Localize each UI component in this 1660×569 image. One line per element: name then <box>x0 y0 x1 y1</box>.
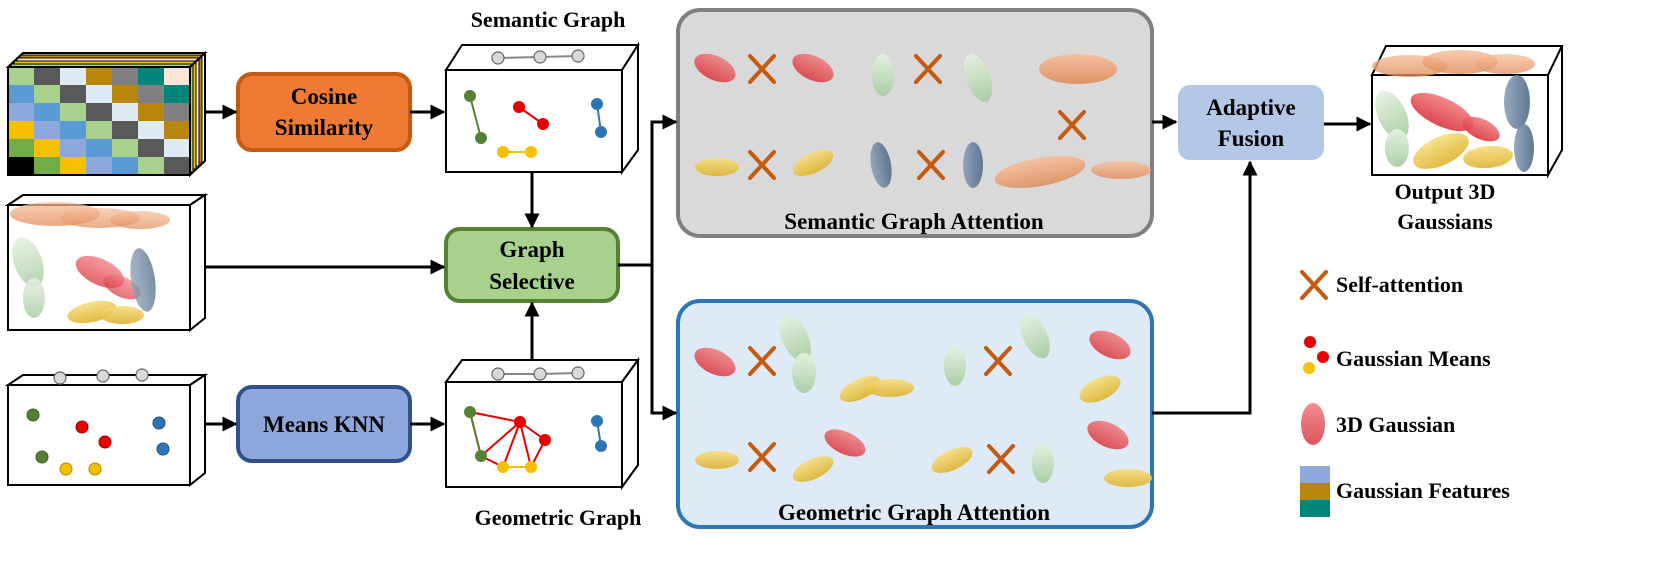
ellipsoid-icon <box>1301 403 1325 445</box>
graph-selective-block: Graph Selective <box>444 227 620 303</box>
legend-label: Gaussian Means <box>1336 346 1491 371</box>
legend-gaussian-means: Gaussian Means <box>1303 336 1491 374</box>
adaptive-fusion-label-2: Fusion <box>1218 126 1285 151</box>
x-mark-icon <box>1300 270 1328 300</box>
geometric-self-attention-icons <box>748 346 1015 474</box>
semantic-graph-title: Semantic Graph <box>471 7 626 32</box>
legend-label: Self-attention <box>1336 272 1463 297</box>
legend-label: 3D Gaussian <box>1336 412 1455 437</box>
geometric-attention-title: Geometric Graph Attention <box>778 500 1050 525</box>
semantic-attention-panel: Semantic Graph Attention <box>676 8 1154 238</box>
graph-selective-label-2: Selective <box>489 269 575 294</box>
cosine-similarity-block: Cosine Similarity <box>236 72 412 152</box>
cosine-label-2: Similarity <box>275 115 374 140</box>
output-label-2: Gaussians <box>1397 209 1493 234</box>
cosine-label-1: Cosine <box>291 84 357 109</box>
input-gaussians-cube <box>4 193 209 333</box>
adaptive-fusion-label-1: Adaptive <box>1206 95 1295 120</box>
geometric-attention-panel: Geometric Graph Attention <box>676 299 1154 529</box>
feature-stack-icon <box>1300 466 1330 517</box>
gaussian-means-cube <box>4 368 209 488</box>
legend-gaussian-features: Gaussian Features <box>1300 466 1510 517</box>
geometric-graph-title: Geometric Graph <box>475 505 642 530</box>
means-knn-block: Means KNN <box>236 385 412 463</box>
geometric-graph-cube <box>444 356 640 491</box>
legend: Self-attention Gaussian Means 3D Gaussia… <box>1300 270 1510 517</box>
semantic-graph-cube <box>444 41 640 176</box>
legend-label: Gaussian Features <box>1336 478 1510 503</box>
flow-arrows <box>205 104 1372 432</box>
means-knn-label: Means KNN <box>263 412 385 437</box>
gaussian-features-cube <box>5 50 208 178</box>
adaptive-fusion-block: Adaptive Fusion <box>1178 85 1324 160</box>
output-label-1: Output 3D <box>1395 179 1496 204</box>
semantic-self-attention-icons <box>748 54 1086 180</box>
output-gaussians-cube: Output 3D Gaussians <box>1370 45 1564 234</box>
legend-3d-gaussian: 3D Gaussian <box>1301 403 1455 445</box>
graph-selective-label-1: Graph <box>499 237 564 262</box>
semantic-attention-title: Semantic Graph Attention <box>784 209 1044 234</box>
means-dots-icon <box>1303 336 1329 374</box>
legend-self-attention: Self-attention <box>1300 270 1463 300</box>
